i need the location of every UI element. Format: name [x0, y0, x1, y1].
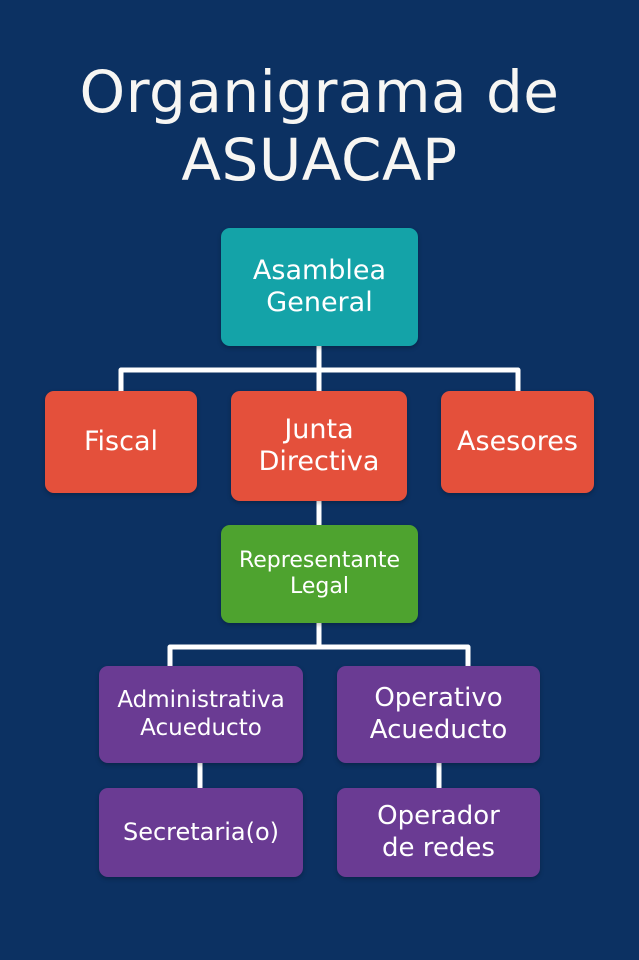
node-representante-legal-label: Representante Legal: [238, 547, 401, 599]
connector-branch-admin-oper: [167, 644, 471, 669]
node-junta-directiva: Junta Directiva: [231, 391, 407, 501]
node-fiscal: Fiscal: [45, 391, 197, 493]
page-title: Organigrama de ASUACAP: [0, 58, 639, 194]
node-asamblea-general: Asamblea General: [221, 228, 418, 346]
connector-branch-fiscal-asesores: [118, 367, 521, 394]
node-asesores: Asesores: [441, 391, 594, 493]
node-secretaria: Secretaria(o): [99, 788, 303, 877]
node-operativo-acueducto-label: Operativo Acueducto: [369, 683, 508, 745]
node-operador-de-redes-label: Operador de redes: [377, 801, 500, 863]
node-asamblea-general-label: Asamblea General: [252, 254, 387, 318]
node-administrativa-acueducto-label: Administrativa Acueducto: [117, 686, 285, 741]
node-operador-de-redes: Operador de redes: [337, 788, 540, 877]
node-representante-legal: Representante Legal: [221, 525, 418, 623]
title-line-1: Organigrama de: [79, 58, 560, 126]
node-junta-directiva-label: Junta Directiva: [258, 413, 380, 477]
node-fiscal-label: Fiscal: [83, 425, 159, 457]
node-asesores-label: Asesores: [457, 425, 578, 457]
node-secretaria-label: Secretaria(o): [122, 818, 280, 847]
title-line-2: ASUACAP: [181, 126, 458, 194]
node-administrativa-acueducto: Administrativa Acueducto: [99, 666, 303, 763]
node-operativo-acueducto: Operativo Acueducto: [337, 666, 540, 763]
